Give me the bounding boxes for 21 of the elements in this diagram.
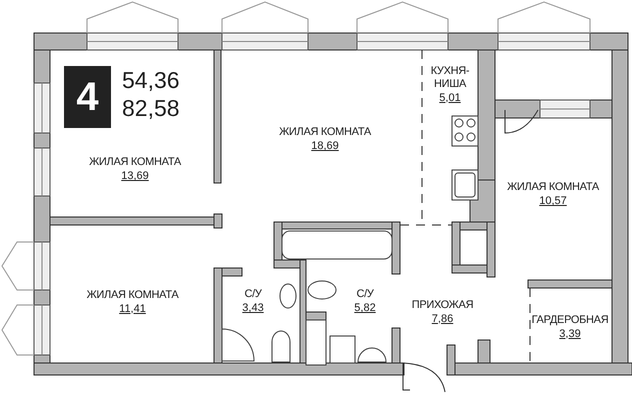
- room-area: 3,39: [559, 326, 581, 342]
- room-name: ПРИХОЖАЯ: [412, 298, 474, 312]
- room-name: ЖИЛАЯ КОМНАТА: [279, 126, 371, 139]
- room-area: 5,01: [439, 90, 461, 106]
- room-name: С/У: [244, 288, 262, 301]
- room-area: 7,86: [432, 312, 454, 326]
- room-name: ГАРДЕРОБНАЯ: [532, 314, 608, 326]
- room-name: ЖИЛАЯ КОМНАТА: [86, 288, 178, 302]
- room-name: С/У: [356, 288, 374, 301]
- room-area: 13,69: [121, 169, 149, 184]
- living-area-value: 54,36: [122, 67, 180, 93]
- room-area: 5,82: [354, 301, 376, 316]
- room-name: ЖИЛАЯ КОМНАТА: [507, 181, 599, 194]
- room-name: ЖИЛАЯ КОМНАТА: [89, 156, 181, 169]
- apartment-rooms-badge: 4: [64, 66, 111, 128]
- total-area-value: 82,58: [122, 95, 180, 121]
- room-area: 18,69: [311, 139, 339, 154]
- room-name: КУХНЯ- НИША: [430, 64, 470, 90]
- room-area: 11,41: [119, 302, 146, 316]
- room-area: 3,43: [242, 301, 264, 316]
- room-area: 10,57: [539, 194, 567, 209]
